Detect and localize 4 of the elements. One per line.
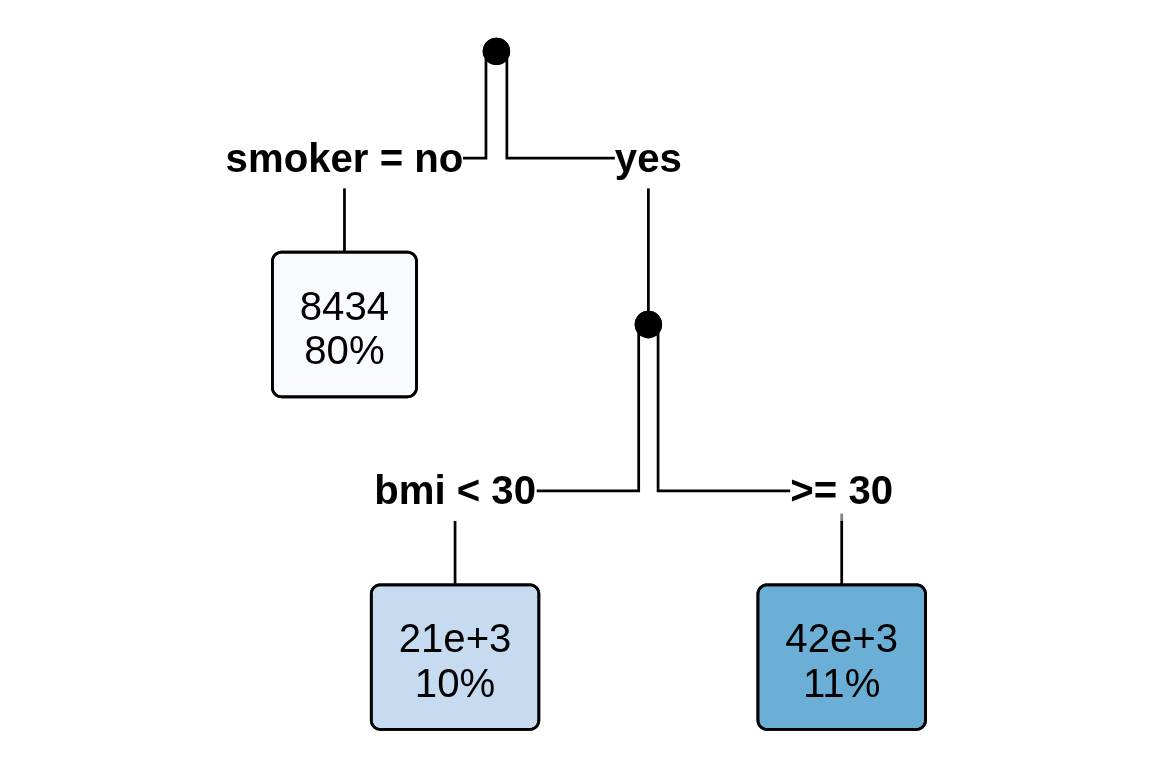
edge-label: smoker = no xyxy=(226,135,464,181)
edge-label: yes xyxy=(615,135,683,181)
edge-label: bmi < 30 xyxy=(374,467,537,514)
edge-label: >= 30 xyxy=(790,467,894,514)
